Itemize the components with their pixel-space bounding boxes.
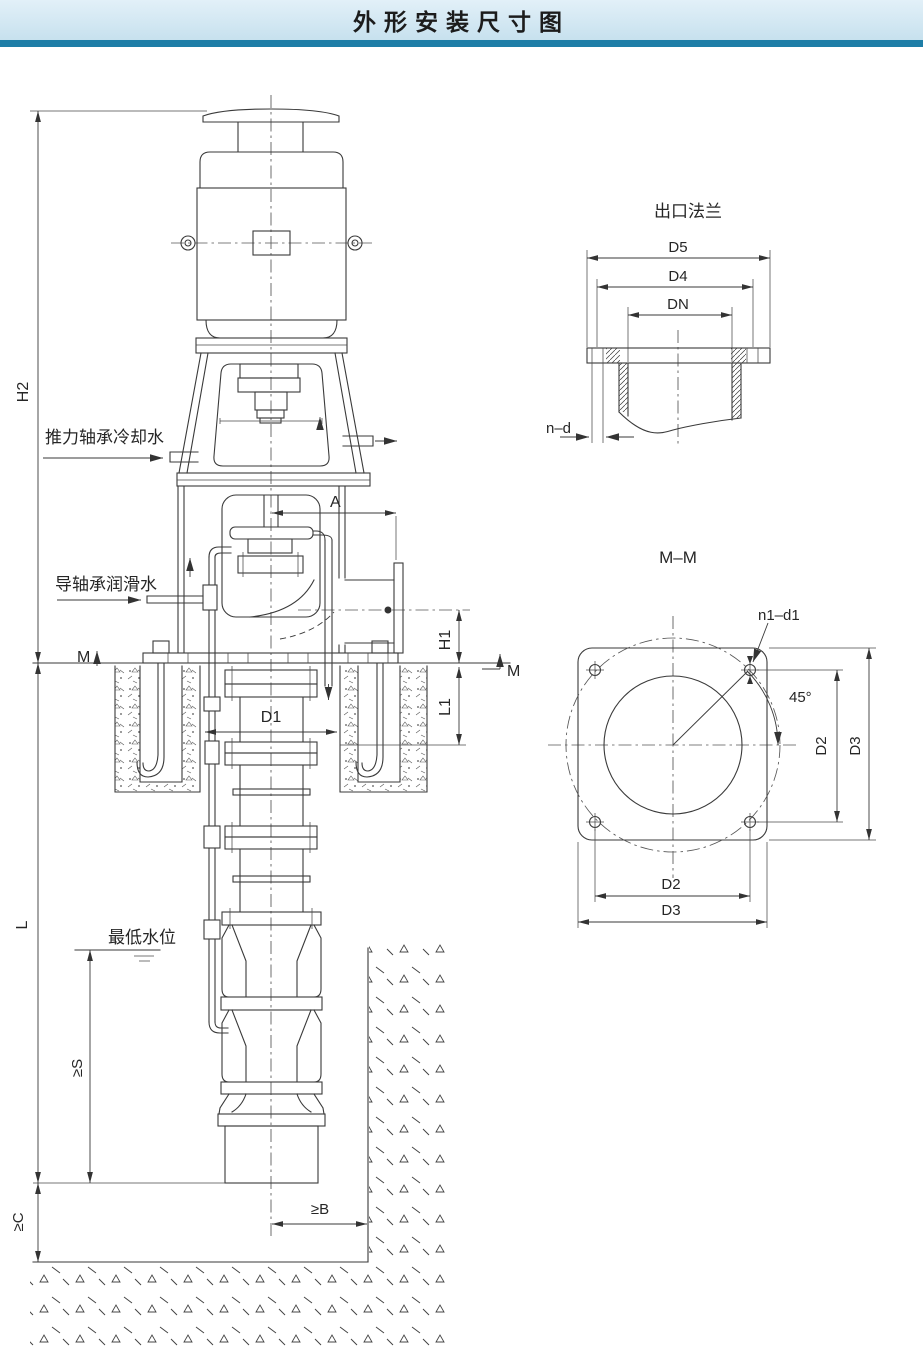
dim-d3-right-label: D3 (847, 736, 864, 755)
coupling-upper (239, 363, 299, 379)
column-pipe (224, 666, 318, 913)
pipe-union (202, 584, 218, 611)
mounting-flange-square (577, 647, 768, 841)
page-title: 外形安装尺寸图 (353, 9, 570, 35)
drain-pipe (312, 530, 333, 700)
cooling-outlet-stub (342, 435, 374, 447)
outlet-flange-title: 出口法兰 (654, 202, 722, 221)
anchor-bolt-right (355, 640, 392, 778)
stand-window (213, 363, 330, 467)
foundation-block-right (339, 665, 428, 793)
flange-plate (586, 347, 771, 364)
title-bar: 外形安装尺寸图 (0, 0, 923, 47)
pipe-bottom-elbow (208, 1021, 229, 1034)
bearing-bracket (229, 526, 314, 540)
dim-h2-label: H2 (15, 382, 32, 403)
bolt-holes (586, 661, 759, 831)
fan-neck (237, 121, 304, 153)
section-mark-right: M (507, 663, 520, 680)
dim-l-label: L (14, 920, 31, 929)
dim-c-label: ≥C (10, 1212, 27, 1231)
pipe-walls (618, 362, 742, 421)
pipe-union (204, 740, 220, 765)
bearing-hub (247, 538, 293, 554)
motor (180, 108, 363, 354)
lifting-eye-right (347, 235, 363, 251)
dim-l1-label: L1 (437, 698, 454, 716)
stuffing-box (237, 555, 304, 574)
hole-arrow-top (747, 656, 753, 664)
bore-circle (603, 675, 743, 815)
head-wall-right (338, 485, 346, 654)
elbow-outer (249, 579, 315, 618)
dim-dn-label: DN (667, 296, 689, 313)
dim-s-label: ≥S (69, 1059, 86, 1077)
flange-section (586, 347, 771, 434)
dim-angle-label: 45° (789, 689, 812, 706)
pipe-union (203, 696, 221, 712)
suction-bell (217, 1113, 326, 1127)
outlet-flange (393, 562, 404, 654)
motor-dome (199, 151, 344, 189)
suction-strainer (224, 1125, 319, 1184)
outlet-pipe (344, 579, 395, 644)
motor-base-plate (195, 337, 348, 354)
min-water-level-label: 最低水位 (108, 928, 176, 947)
dim-h1-label: H1 (437, 630, 454, 651)
break-line (618, 411, 742, 434)
dim-a-label: A (330, 494, 341, 511)
dim-d2-bottom-label: D2 (661, 876, 680, 893)
dim-d1-label: D1 (261, 709, 282, 726)
foundation-block-left (114, 665, 201, 793)
dim-b-label: ≥B (311, 1201, 329, 1218)
hole-arrow-bottom (747, 676, 753, 684)
dim-d3-bottom-label: D3 (661, 902, 680, 919)
angle-arc (746, 670, 782, 746)
n1d1-leader (752, 622, 769, 663)
mm-section-view: M–M 45° n1–d1 (548, 548, 876, 928)
dim-nd-label: n–d (546, 420, 571, 437)
sole-plate (142, 652, 399, 664)
lube-water-label: 导轴承润滑水 (55, 575, 157, 594)
pipe-union (203, 825, 221, 849)
anchor-bolt-left (136, 640, 173, 778)
motor-body (196, 187, 347, 321)
water-level-symbol (74, 949, 161, 962)
outlet-center-dot (384, 606, 392, 614)
fan-cap (202, 108, 340, 123)
terminal-box (252, 230, 291, 256)
motor-stand (169, 352, 397, 487)
dim-d2-right-label: D2 (813, 736, 830, 755)
pit (30, 944, 447, 1347)
motor-flare (205, 319, 338, 339)
foundation (32, 640, 511, 793)
radius-line (672, 670, 749, 746)
dim-n1d1-label: n1–d1 (758, 607, 800, 624)
stand-base-plate (176, 472, 371, 487)
overall-dimensions: H2 L ≥C (10, 110, 225, 1262)
dimension-drawing: 推力轴承冷却水 (10, 95, 876, 1347)
head-window (221, 494, 321, 618)
lifting-eye-left (180, 235, 196, 251)
discharge-head (177, 485, 404, 654)
mm-title: M–M (659, 548, 697, 567)
cooling-water-label: 推力轴承冷却水 (45, 428, 164, 447)
pipe-union (203, 919, 221, 940)
bowl-assembly (217, 908, 326, 1184)
dim-d4-label: D4 (668, 268, 687, 285)
section-mark-left: M (77, 649, 90, 666)
head-wall-left (177, 485, 185, 654)
bell-circle (565, 637, 781, 853)
elbow-hidden (279, 611, 335, 640)
stand-legs (178, 352, 365, 474)
outlet-flange-view: 出口法兰 D5 D4 DN (546, 202, 771, 447)
cooling-inlet-stub (169, 451, 199, 463)
pump-elevation-view: 推力轴承冷却水 (10, 95, 520, 1347)
dim-d5-label: D5 (668, 239, 687, 256)
